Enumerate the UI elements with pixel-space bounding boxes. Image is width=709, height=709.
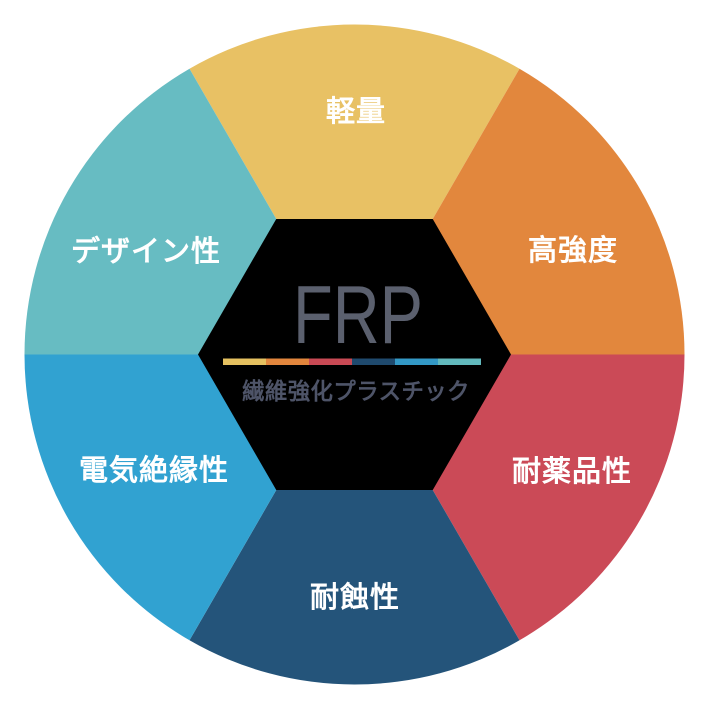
segment-label-design: デザイン性	[71, 234, 221, 268]
segment-label-electrical-insulation: 電気絶縁性	[79, 453, 229, 487]
center-color-bar	[223, 358, 481, 365]
segment-label-corrosion-resistance: 耐蝕性	[310, 580, 400, 614]
center-title: FRP	[293, 268, 423, 361]
center-bar-swatch-2	[266, 358, 309, 365]
center-bar-swatch-4	[352, 358, 395, 365]
center-bar-swatch-5	[395, 358, 438, 365]
center-bar-swatch-6	[438, 358, 481, 365]
segment-label-chemical-resistance: 耐薬品性	[512, 455, 632, 488]
segment-label-high-strength: 高強度	[528, 234, 618, 267]
center-group: FRP 繊維強化プラスチック	[198, 218, 511, 491]
segment-lightweight	[189, 24, 520, 355]
center-bar-swatch-3	[309, 358, 352, 365]
center-bar-swatch-1	[223, 358, 266, 365]
segment-label-lightweight: 軽量	[326, 95, 386, 128]
center-hexagon	[198, 218, 511, 491]
center-subtitle: 繊維強化プラスチック	[242, 378, 470, 404]
segment-corrosion-resistance	[189, 354, 520, 685]
